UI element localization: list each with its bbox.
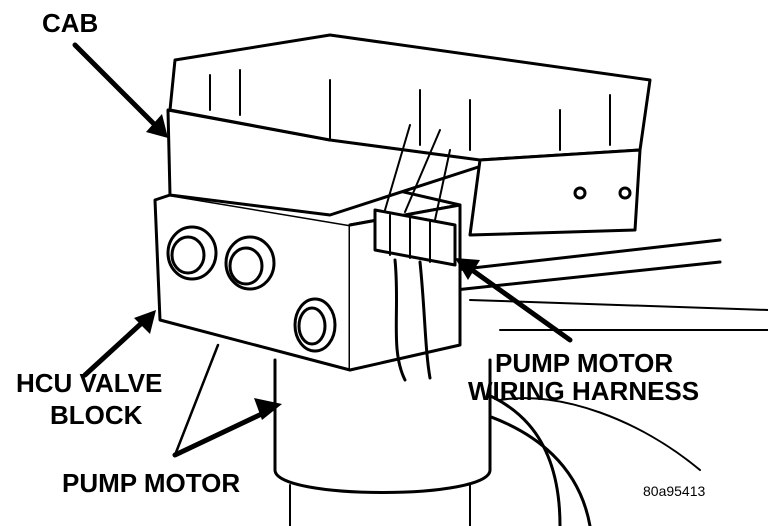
pump-motor-base bbox=[289, 484, 471, 526]
brake-line bbox=[468, 408, 592, 526]
harness-label-line1: PUMP MOTOR bbox=[495, 348, 674, 378]
frame-rail bbox=[453, 238, 722, 272]
pump-motor-arrow-line-2 bbox=[173, 343, 220, 457]
pump-motor-arrow-line bbox=[172, 407, 273, 458]
cab-screw bbox=[618, 186, 632, 200]
brake-line bbox=[499, 397, 701, 471]
cab-arrow-line bbox=[72, 42, 163, 133]
harness-wires bbox=[384, 124, 451, 221]
harness-arrow-line bbox=[462, 262, 573, 343]
hcu-arrow-line bbox=[82, 317, 148, 378]
harness-connector bbox=[373, 208, 457, 267]
harness-arrowhead bbox=[455, 258, 480, 280]
cab-right-housing bbox=[468, 148, 642, 237]
port-2 bbox=[224, 235, 276, 291]
hcu-arrowhead bbox=[134, 310, 156, 334]
port-3 bbox=[293, 297, 337, 353]
cab-lid-ribs bbox=[209, 69, 611, 151]
cab-label: CAB bbox=[42, 8, 99, 38]
pump-motor-arrowhead bbox=[254, 398, 282, 420]
hcu-label-line1: HCU VALVE bbox=[16, 368, 163, 398]
hcu-label-line2: BLOCK bbox=[50, 400, 143, 430]
pump-motor-label: PUMP MOTOR bbox=[62, 468, 241, 498]
pump-motor-body bbox=[273, 358, 492, 494]
cab-arrowhead bbox=[146, 114, 168, 138]
harness-label-line2: WIRING HARNESS bbox=[468, 376, 700, 406]
figure-id: 80a95413 bbox=[643, 483, 706, 499]
frame-rail bbox=[453, 260, 722, 292]
harness-connector-lines bbox=[389, 214, 431, 263]
cab-screw bbox=[573, 186, 587, 200]
wiring-harness bbox=[393, 258, 432, 382]
port-1 bbox=[166, 225, 218, 281]
